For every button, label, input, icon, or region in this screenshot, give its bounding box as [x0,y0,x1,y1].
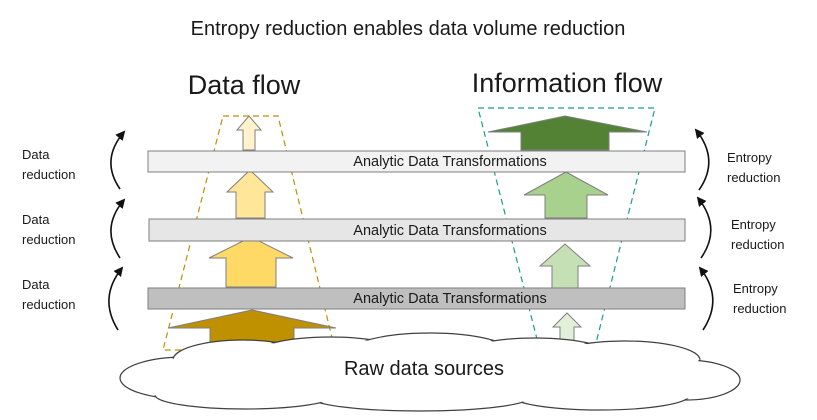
information-flow-arrow [538,243,592,289]
transformation-layer [147,287,686,310]
data-flow-heading: Data flow [188,70,301,100]
information-flow-arrow [551,312,583,343]
raw-data-sources-label: Raw data sources [344,358,504,380]
diagram-title: Entropy reduction enables data volume re… [191,18,626,40]
information-flow-arrow [523,171,609,219]
entropy-reduction-label: Entropy [727,150,772,165]
left-curved-arrow-icon [108,266,124,331]
left-curved-arrow-icon [110,198,126,259]
entropy-reduction-label: Entropy [731,217,776,232]
left-curved-arrow-icon [110,130,126,190]
data-flow-arrow [208,236,294,288]
transformation-layer-label: Analytic Data Transformations [353,154,546,170]
data-flow-arrow [225,169,275,219]
transformation-layer-label: Analytic Data Transformations [353,223,546,239]
right-curved-arrow-icon [694,128,710,191]
transformation-layer-label: Analytic Data Transformations [353,291,546,307]
entropy-reduction-label: Entropy [733,281,778,296]
raw-data-cloud [119,332,741,412]
information-flow-arrow [487,115,648,151]
data-reduction-label: reduction [22,297,75,312]
data-flow-arrow [235,115,263,151]
data-reduction-label: Data [22,277,50,292]
transformation-layer [147,150,686,173]
transformation-layer [148,218,686,242]
data-reduction-label: Data [22,212,50,227]
data-reduction-label: reduction [22,232,75,247]
entropy-reduction-label: reduction [727,170,780,185]
entropy-reduction-label: reduction [733,301,786,316]
information-flow-heading: Information flow [472,68,663,98]
data-reduction-label: Data [22,147,50,162]
data-reduction-label: reduction [22,167,75,182]
right-curved-arrow-icon [698,266,714,331]
entropy-reduction-label: reduction [731,237,784,252]
right-curved-arrow-icon [696,196,712,259]
